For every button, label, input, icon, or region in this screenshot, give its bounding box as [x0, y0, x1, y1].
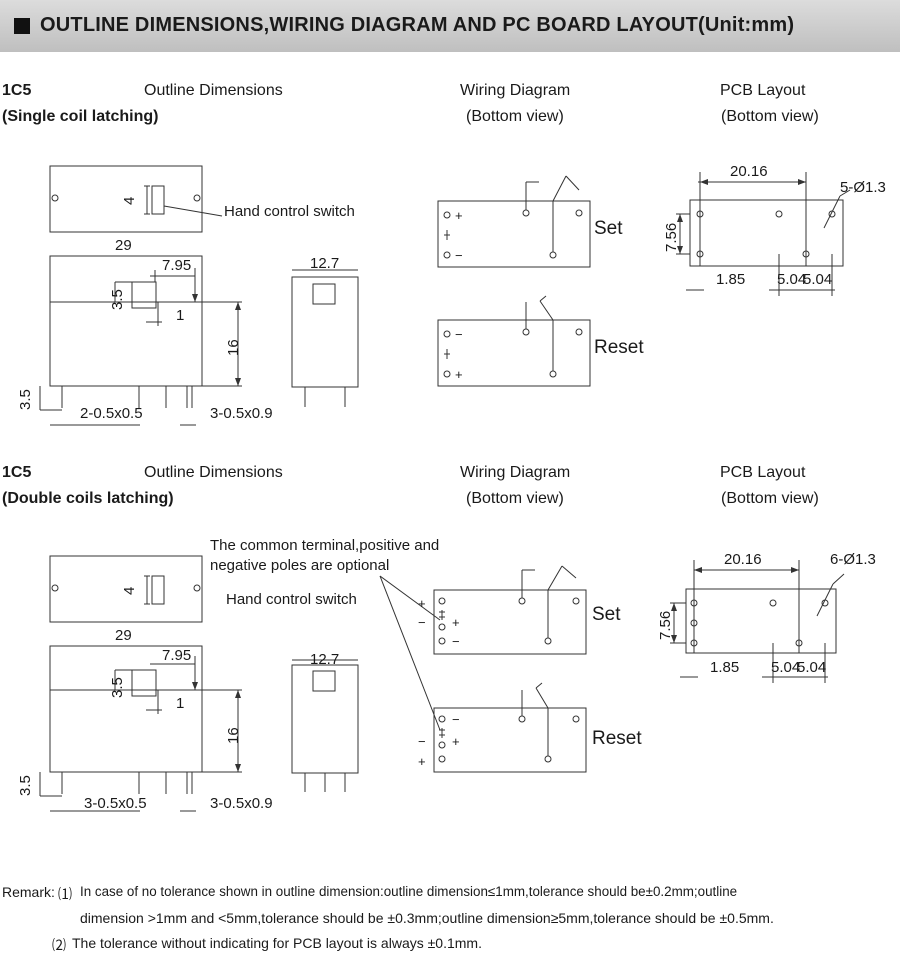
s1-set-label: Set — [594, 218, 623, 239]
s1-pcb-title: PCB Layout — [720, 82, 806, 99]
s2-reset-plus-l: + — [418, 754, 426, 769]
s1-hand-switch-label: Hand control switch — [224, 203, 355, 220]
page-title: OUTLINE DIMENSIONS,WIRING DIAGRAM AND PC… — [40, 14, 795, 36]
s1-front-view — [39, 255, 242, 426]
s2-note-leaders — [379, 575, 441, 731]
s1-top-view — [49, 165, 223, 233]
s2-dim-4: 4 — [121, 587, 138, 595]
remark-n2: ⑵ — [52, 937, 66, 953]
s1-wiring-sub: (Bottom view) — [466, 108, 564, 125]
s1-arrowheads — [192, 179, 806, 386]
s2-dim-29: 29 — [115, 627, 132, 644]
s1-outline-title: Outline Dimensions — [144, 82, 283, 99]
remark-label: Remark: — [2, 884, 55, 900]
s1-dim-16: 16 — [225, 339, 242, 356]
s1-wiring-title: Wiring Diagram — [460, 82, 571, 99]
s1-pcb-holes: 5-Ø1.3 — [840, 179, 886, 196]
s2-model: 1C5 — [2, 464, 32, 481]
s2-hand-switch-label: Hand control switch — [226, 591, 357, 608]
s1-dim-12-7: 12.7 — [310, 255, 339, 272]
remark-line2: dimension >1mm and <5mm,tolerance should… — [80, 910, 774, 926]
s2-pcb-title: PCB Layout — [720, 464, 806, 481]
s1-variant: (Single coil latching) — [2, 108, 159, 125]
header-bar: OUTLINE DIMENSIONS,WIRING DIAGRAM AND PC… — [0, 0, 900, 52]
s1-set-minus: − — [455, 248, 463, 263]
s2-note-line2: negative poles are optional — [210, 557, 389, 574]
s2-dim-7-95: 7.95 — [162, 647, 191, 664]
s2-pins-a: 3-0.5x0.5 — [84, 795, 147, 812]
s1-dim-4: 4 — [121, 197, 138, 205]
s2-dim-12-7: 12.7 — [310, 651, 339, 668]
s1-reset-minus: − — [455, 327, 463, 342]
s2-set-label: Set — [592, 604, 621, 625]
s2-pcb-1-85: 1.85 — [710, 659, 739, 676]
s2-pins-b: 3-0.5x0.9 — [210, 795, 273, 812]
s1-model: 1C5 — [2, 82, 32, 99]
s1-pcb-7-56: 7.56 — [663, 223, 680, 252]
s1-dim-29: 29 — [115, 237, 132, 254]
s1-pcb-sub: (Bottom view) — [721, 108, 819, 125]
square-bullet-icon — [14, 18, 30, 34]
s2-reset-label: Reset — [592, 728, 642, 749]
s1-wiring-set — [437, 175, 591, 268]
s2-top-view — [49, 555, 203, 623]
remark-line1: In case of no tolerance shown in outline… — [80, 884, 738, 899]
s2-pcb-7-56: 7.56 — [657, 611, 674, 640]
s2-wiring-reset — [433, 682, 587, 773]
s1-dim-1: 1 — [176, 307, 184, 324]
s1-side-view — [291, 269, 359, 407]
s1-pcb-5-04a: 5.04 — [777, 271, 806, 288]
s1-dim-3-5b: 3.5 — [17, 389, 34, 410]
s2-wiring-sub: (Bottom view) — [466, 490, 564, 507]
s1-pins-b: 3-0.5x0.9 — [210, 405, 273, 422]
s1-dim-3-5: 3.5 — [109, 289, 126, 310]
s2-front-view — [39, 645, 242, 812]
s2-variant: (Double coils latching) — [2, 490, 174, 507]
remark-line3: The tolerance without indicating for PCB… — [72, 935, 482, 951]
s1-pcb-20-16: 20.16 — [730, 163, 768, 180]
s2-set-minus-l: − — [418, 615, 426, 630]
s1-reset-label: Reset — [594, 337, 644, 358]
s2-dim-3-5: 3.5 — [109, 677, 126, 698]
s1-dim-7-95: 7.95 — [162, 257, 191, 274]
s1-pcb-1-85: 1.85 — [716, 271, 745, 288]
s1-set-plus: + — [455, 208, 463, 223]
s1-pcb-5-04b: 5.04 — [803, 271, 832, 288]
s2-reset-minus-l: − — [418, 734, 426, 749]
s2-pcb-20-16: 20.16 — [724, 551, 762, 568]
remark-n1: ⑴ — [58, 886, 72, 902]
s2-set-plus-r: + — [452, 615, 460, 630]
s2-pcb — [670, 560, 845, 683]
s2-pcb-holes: 6-Ø1.3 — [830, 551, 876, 568]
s2-wiring-title: Wiring Diagram — [460, 464, 571, 481]
s2-dim-3-5b: 3.5 — [17, 775, 34, 796]
s2-pcb-sub: (Bottom view) — [721, 490, 819, 507]
s2-arrowheads — [192, 567, 799, 772]
s2-note-line1: The common terminal,positive and — [210, 537, 439, 554]
s2-dim-16: 16 — [225, 727, 242, 744]
s2-side-view — [291, 659, 359, 792]
s2-reset-plus-r: + — [452, 734, 460, 749]
s2-outline-title: Outline Dimensions — [144, 464, 283, 481]
s2-pcb-5-04a: 5.04 — [771, 659, 800, 676]
s1-pins-a: 2-0.5x0.5 — [80, 405, 143, 422]
s2-pcb-5-04b: 5.04 — [797, 659, 826, 676]
s2-set-plus-l: + — [418, 596, 426, 611]
s2-wiring-set — [433, 565, 587, 655]
s2-set-minus-r: − — [452, 634, 460, 649]
s2-reset-minus-r: − — [452, 712, 460, 727]
s1-pcb — [676, 172, 851, 296]
s1-reset-plus: + — [455, 367, 463, 382]
s1-wiring-reset — [437, 295, 591, 387]
s2-dim-1: 1 — [176, 695, 184, 712]
